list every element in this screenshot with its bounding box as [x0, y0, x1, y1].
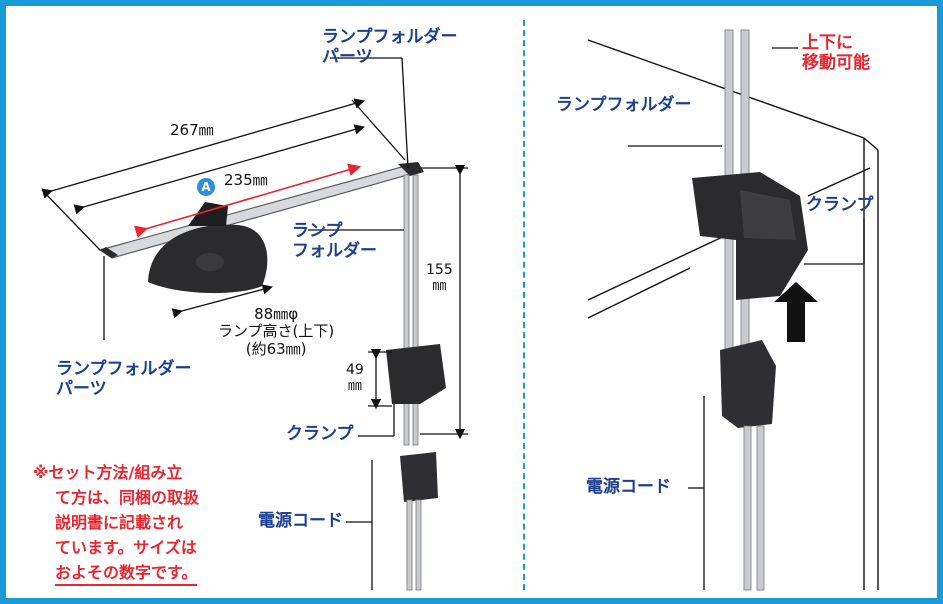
- dim-267: 267㎜: [170, 121, 214, 139]
- left-dimension-lines: [41, 57, 468, 590]
- label-power-cord-right: 電源コード: [586, 477, 671, 497]
- rod-2: [412, 174, 419, 446]
- label-lamp-holder-right: ランプフォルダー: [556, 95, 692, 115]
- panel-divider: [523, 20, 525, 590]
- rod-1: [403, 174, 410, 446]
- label-power-cord-left: 電源コード: [258, 511, 343, 531]
- label-clamp-right: クランプ: [806, 195, 874, 215]
- right-leader-lines: [628, 47, 865, 590]
- up-arrow: [774, 282, 818, 342]
- right-tank-assembly: [587, 29, 879, 591]
- dim-235: 235㎜: [224, 171, 268, 189]
- label-holder-parts-bottom: ランプフォルダーパーツ: [56, 359, 192, 399]
- arm-end-cap-left: [100, 247, 118, 258]
- label-lamp-holder: ランプフォルダー: [292, 221, 377, 261]
- label-clamp-left: クランプ: [286, 424, 354, 444]
- label-movable: 上下に移動可能: [802, 33, 870, 73]
- clamp-left: [386, 344, 446, 404]
- label-holder-parts-top: ランプフォルダーパーツ: [322, 27, 458, 67]
- cord-connector-right: [720, 340, 776, 428]
- setup-note: ※セット方法/組み立 て方は、同梱の取扱 説明書に記載され ています。サイズは …: [33, 460, 199, 586]
- cord-connector-left: [400, 452, 438, 502]
- arm-end-cap-right: [398, 162, 424, 176]
- badge-a: A: [197, 178, 215, 196]
- lamp-mount: [188, 202, 228, 226]
